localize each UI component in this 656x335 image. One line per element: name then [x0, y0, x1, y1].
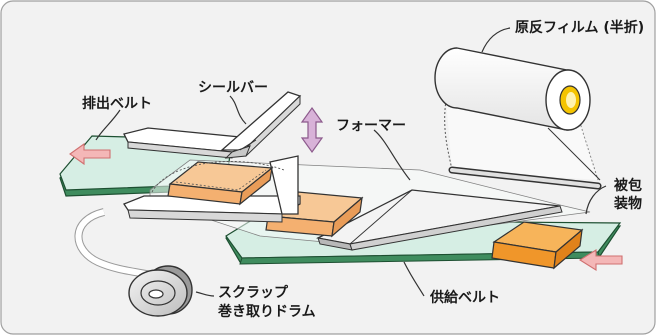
former-label: フォーマー [336, 118, 406, 134]
guide-rod [448, 166, 602, 190]
scrap-drum [128, 265, 193, 317]
discharge-belt-label: 排出ベルト [82, 96, 152, 112]
scrap-film-strip [74, 208, 157, 280]
seal-bar [123, 91, 302, 223]
seal-motion-arrow [300, 106, 324, 154]
supply-arrow [578, 249, 623, 271]
leader-lines [95, 27, 607, 297]
product-incoming [491, 221, 584, 270]
discharge-arrow [69, 142, 111, 166]
wrapped-item-label-line1: 被包 [614, 178, 642, 194]
supply-belt-label: 供給ベルト [430, 290, 500, 306]
scrap-drum-label-line1: スクラップ [218, 285, 288, 301]
scrap-drum-label-line2: 巻き取りドラム [218, 304, 316, 320]
film-roll [434, 47, 601, 181]
film-roll-label: 原反フィルム (半折) [515, 20, 645, 36]
seal-bar-label: シールバー [198, 80, 268, 96]
former [316, 189, 563, 251]
wrapped-item-label-line2: 装物 [614, 196, 642, 212]
